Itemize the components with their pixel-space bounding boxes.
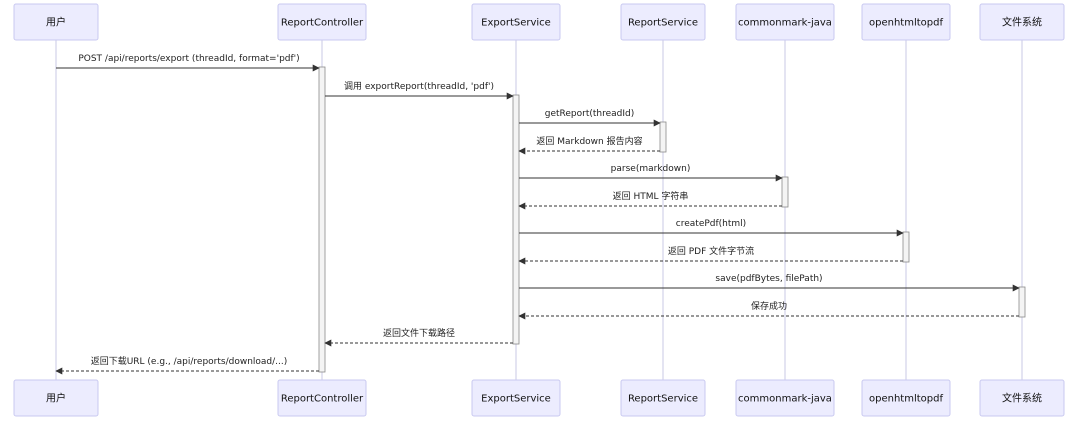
participant-label: 用户 bbox=[46, 392, 66, 405]
top-participant-controller: ReportController bbox=[277, 3, 367, 41]
participant-label: ReportController bbox=[281, 394, 364, 405]
message-label: getReport(threadId) bbox=[545, 109, 635, 119]
message-label: 返回 Markdown 报告内容 bbox=[536, 135, 642, 147]
top-participant-report: ReportService bbox=[620, 3, 706, 41]
activation-bar-commonmark bbox=[781, 176, 789, 208]
activation-bar-report bbox=[659, 121, 667, 153]
message-5: parse(markdown) bbox=[519, 164, 783, 182]
participant-label: ExportService bbox=[481, 18, 551, 29]
message-label: createPdf(html) bbox=[676, 219, 746, 229]
top-participant-export: ExportService bbox=[471, 3, 561, 41]
message-label: 返回 HTML 字符串 bbox=[613, 190, 689, 202]
message-11: 返回文件下载路径 bbox=[324, 327, 513, 347]
message-1: POST /api/reports/export (threadId, form… bbox=[56, 54, 320, 72]
top-participant-commonmark: commonmark-java bbox=[735, 3, 835, 41]
activation-bar-pdf bbox=[902, 231, 910, 263]
bottom-participant-controller: ReportController bbox=[277, 379, 367, 417]
activation-bar-fs bbox=[1018, 286, 1026, 318]
participant-label: 用户 bbox=[46, 16, 66, 29]
activation-bar-controller bbox=[318, 66, 326, 373]
participant-label: 文件系统 bbox=[1002, 392, 1042, 405]
message-label: POST /api/reports/export (threadId, form… bbox=[78, 54, 299, 64]
bottom-participant-export: ExportService bbox=[471, 379, 561, 417]
message-8: 返回 PDF 文件字节流 bbox=[518, 245, 903, 265]
participant-label: openhtmltopdf bbox=[869, 394, 943, 405]
activation-bar-export bbox=[512, 94, 520, 345]
message-4: 返回 Markdown 报告内容 bbox=[518, 135, 660, 155]
message-label: save(pdfBytes, filePath) bbox=[715, 274, 822, 284]
message-label: 返回下载URL (e.g., /api/reports/download/...… bbox=[91, 355, 288, 367]
activation-bars bbox=[318, 66, 1026, 373]
message-12: 返回下载URL (e.g., /api/reports/download/...… bbox=[55, 355, 319, 375]
participant-label: ReportService bbox=[628, 18, 698, 29]
message-6: 返回 HTML 字符串 bbox=[518, 190, 782, 210]
message-label: 调用 exportReport(threadId, 'pdf') bbox=[344, 81, 494, 92]
participant-label: commonmark-java bbox=[738, 18, 832, 29]
bottom-participant-pdf: openhtmltopdf bbox=[861, 379, 951, 417]
message-2: 调用 exportReport(threadId, 'pdf') bbox=[325, 81, 514, 100]
bottom-participant-fs: 文件系统 bbox=[979, 379, 1065, 417]
message-7: createPdf(html) bbox=[519, 219, 904, 237]
message-label: 返回文件下载路径 bbox=[383, 327, 455, 339]
message-label: 返回 PDF 文件字节流 bbox=[668, 245, 754, 257]
top-participant-user: 用户 bbox=[13, 3, 99, 41]
top-participant-pdf: openhtmltopdf bbox=[861, 3, 951, 41]
participant-label: commonmark-java bbox=[738, 394, 832, 405]
bottom-participant-user: 用户 bbox=[13, 379, 99, 417]
top-participant-fs: 文件系统 bbox=[979, 3, 1065, 41]
participant-label: ExportService bbox=[481, 394, 551, 405]
participants-top: 用户 ReportController ExportService ReportSer… bbox=[13, 3, 1065, 41]
message-3: getReport(threadId) bbox=[519, 109, 661, 127]
participant-label: ReportService bbox=[628, 394, 698, 405]
participant-label: openhtmltopdf bbox=[869, 18, 943, 29]
participants-bottom: 用户 ReportController ExportService ReportSer… bbox=[13, 379, 1065, 417]
participant-label: 文件系统 bbox=[1002, 16, 1042, 29]
message-label: 保存成功 bbox=[751, 300, 787, 312]
lifelines bbox=[55, 40, 1023, 380]
bottom-participant-report: ReportService bbox=[620, 379, 706, 417]
participant-label: ReportController bbox=[281, 18, 364, 29]
message-10: 保存成功 bbox=[518, 300, 1019, 320]
messages: POST /api/reports/export (threadId, form… bbox=[55, 54, 1020, 375]
bottom-participant-commonmark: commonmark-java bbox=[735, 379, 835, 417]
message-label: parse(markdown) bbox=[611, 164, 691, 174]
message-9: save(pdfBytes, filePath) bbox=[519, 274, 1020, 292]
